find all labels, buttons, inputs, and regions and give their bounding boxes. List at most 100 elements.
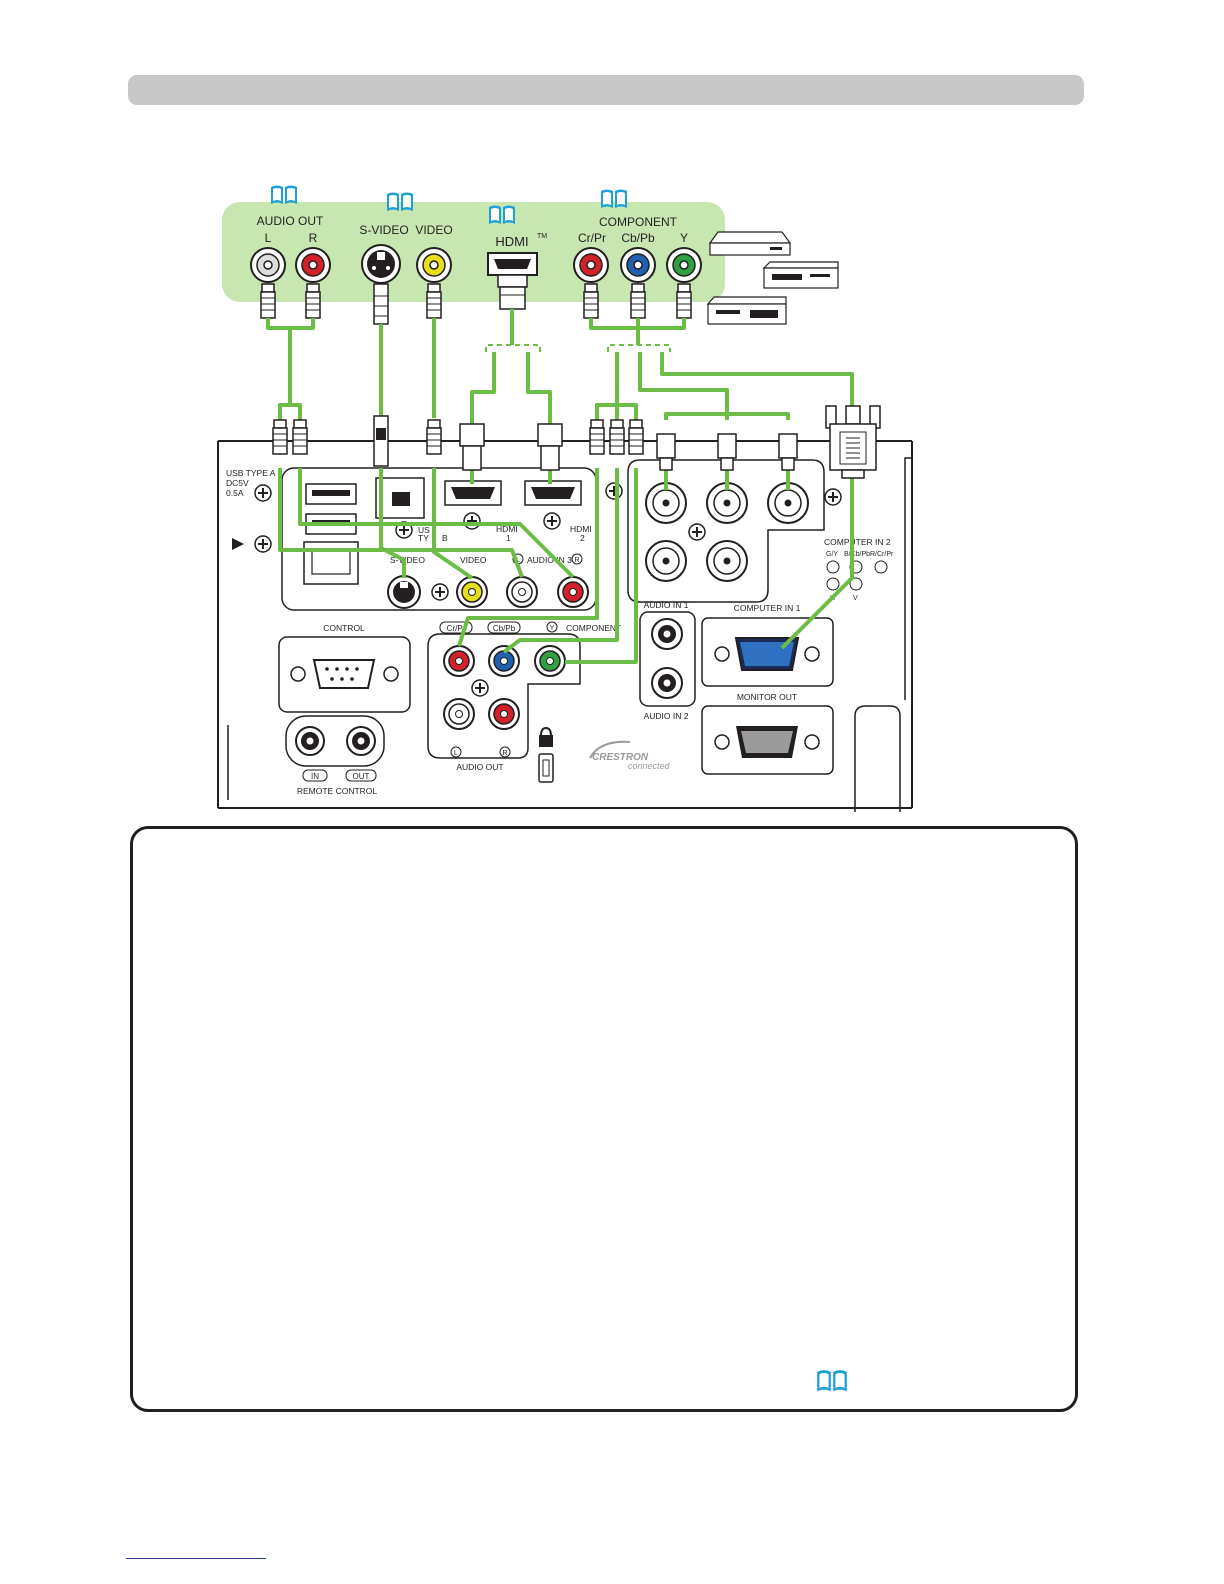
hdmi2-label: HDMI bbox=[570, 524, 592, 534]
source-cr-jack bbox=[573, 247, 609, 283]
rca-plug bbox=[630, 283, 646, 319]
source-audio-r-label: R bbox=[309, 231, 318, 245]
source-video-jack bbox=[416, 247, 452, 283]
svideo-port bbox=[387, 575, 421, 609]
control-port bbox=[290, 659, 399, 689]
screw-icon bbox=[471, 679, 489, 697]
bnc-plug bbox=[656, 433, 676, 471]
component-cb-port bbox=[488, 645, 520, 677]
audio-out-r-badge: R bbox=[499, 746, 511, 758]
svg-text:Cr/Pr: Cr/Pr bbox=[447, 624, 466, 633]
cable-audio-r-to-r bbox=[298, 468, 575, 579]
cable-vga-to-computer-in1 bbox=[780, 478, 854, 650]
cable-audio-l-to-port bbox=[278, 468, 380, 552]
source-cb-label: Cb/Pb bbox=[621, 231, 655, 245]
audio-in3-label: AUDIO IN 3 bbox=[527, 555, 572, 565]
audio-in3-r-badge: R bbox=[571, 553, 583, 565]
screw-icon bbox=[543, 512, 561, 530]
remote-out-port bbox=[346, 726, 376, 756]
connection-diagram: AUDIO OUT L R S-VIDEO VIDEO HDMI TM COMP… bbox=[217, 185, 913, 812]
source-audio-r-jack bbox=[295, 247, 331, 283]
computer-in1-label: COMPUTER IN 1 bbox=[734, 603, 801, 613]
audio-out-l-port bbox=[443, 698, 475, 730]
dc5v-label: DC5V bbox=[226, 478, 249, 488]
cable-comp-y bbox=[565, 468, 638, 664]
svg-text:L: L bbox=[516, 557, 520, 564]
bnc-port-rcr bbox=[767, 482, 809, 524]
vga-plug bbox=[825, 405, 881, 479]
screw-icon bbox=[463, 512, 481, 530]
book-icon bbox=[817, 1370, 847, 1392]
remote-in-port bbox=[295, 726, 325, 756]
audio-out-port-label: AUDIO OUT bbox=[456, 762, 503, 772]
remote-control-label: REMOTE CONTROL bbox=[297, 786, 378, 796]
source-svideo-label: S-VIDEO bbox=[359, 223, 408, 237]
screw-icon bbox=[688, 523, 706, 541]
component-cr-port bbox=[443, 645, 475, 677]
remote-in-badge: IN bbox=[302, 769, 328, 782]
indicator-h bbox=[826, 577, 840, 591]
svg-text:Cb/Pb: Cb/Pb bbox=[493, 624, 516, 633]
hdmi1-number: 1 bbox=[506, 533, 511, 543]
note-box bbox=[130, 826, 1078, 1412]
cable-comp-cb bbox=[502, 468, 619, 654]
section-header-bar bbox=[128, 75, 1084, 105]
source-hdmi-tm: TM bbox=[537, 233, 547, 240]
svg-text:IN: IN bbox=[311, 772, 319, 781]
svideo-port-label: S-VIDEO bbox=[390, 555, 425, 565]
cable-comp-cr bbox=[457, 468, 599, 647]
bnc-port-bcb bbox=[706, 482, 748, 524]
bnc-plug bbox=[717, 433, 737, 471]
svg-text:connected: connected bbox=[628, 761, 671, 771]
screw-icon bbox=[254, 484, 272, 502]
rca-plug bbox=[609, 419, 625, 455]
usb-type-b-label: US bbox=[418, 525, 430, 535]
indicator-v bbox=[849, 577, 863, 591]
source-audio-l-jack bbox=[250, 247, 286, 283]
audio-in1-port bbox=[651, 618, 683, 650]
monitor-out-port bbox=[714, 726, 820, 758]
cable-vga bbox=[660, 352, 854, 406]
recorder-icon bbox=[706, 296, 787, 325]
source-component-label: COMPONENT bbox=[599, 215, 678, 229]
source-hdmi-label: HDMI bbox=[495, 234, 528, 249]
hdmi2-port bbox=[524, 480, 582, 506]
source-hdmi-port bbox=[487, 252, 538, 276]
vcr-icon bbox=[762, 261, 839, 289]
source-cb-jack bbox=[620, 247, 656, 283]
rca-plug bbox=[589, 419, 605, 455]
cable-audio-l-to-l bbox=[380, 548, 524, 578]
cable-bnc-mid bbox=[638, 352, 729, 420]
hdmi-plug bbox=[497, 274, 528, 310]
connection-cables bbox=[266, 309, 854, 664]
indicator-gy bbox=[826, 560, 840, 574]
cable-junction bbox=[485, 344, 671, 352]
cable-hdmi1 bbox=[470, 352, 496, 424]
audio-in1-label: AUDIO IN 1 bbox=[644, 600, 689, 610]
usb-type-a-label: USB TYPE A bbox=[226, 468, 276, 478]
bnc-plug bbox=[778, 433, 798, 471]
video-port-label: VIDEO bbox=[460, 555, 487, 565]
rca-plug bbox=[272, 419, 288, 455]
cable-svideo-to-port bbox=[379, 468, 406, 578]
svg-text:R: R bbox=[574, 557, 579, 564]
play-arrow-icon bbox=[232, 538, 244, 550]
audio-out-r-port bbox=[488, 698, 520, 730]
rca-plug bbox=[292, 419, 308, 455]
cable-comp-a bbox=[595, 352, 619, 420]
svg-text:L: L bbox=[454, 750, 458, 757]
audio-out-l-badge: L bbox=[450, 746, 462, 758]
computer-in2-label: COMPUTER IN 2 bbox=[824, 537, 891, 547]
cable-audio-branch bbox=[266, 318, 315, 330]
bnc-port-v bbox=[706, 540, 748, 582]
source-video-label: VIDEO bbox=[415, 223, 452, 237]
rcrpr-label: R/Cr/Pr bbox=[870, 551, 894, 558]
cable-hdmi2 bbox=[526, 352, 552, 424]
audio-in3-l-port bbox=[506, 576, 538, 608]
remote-out-badge: OUT bbox=[345, 769, 377, 782]
rca-plug bbox=[426, 419, 442, 455]
hdmi1-label: HDMI bbox=[496, 524, 518, 534]
svg-text:OUT: OUT bbox=[353, 772, 370, 781]
audio-in2-port bbox=[651, 667, 683, 699]
hdmi-plug bbox=[537, 423, 563, 471]
